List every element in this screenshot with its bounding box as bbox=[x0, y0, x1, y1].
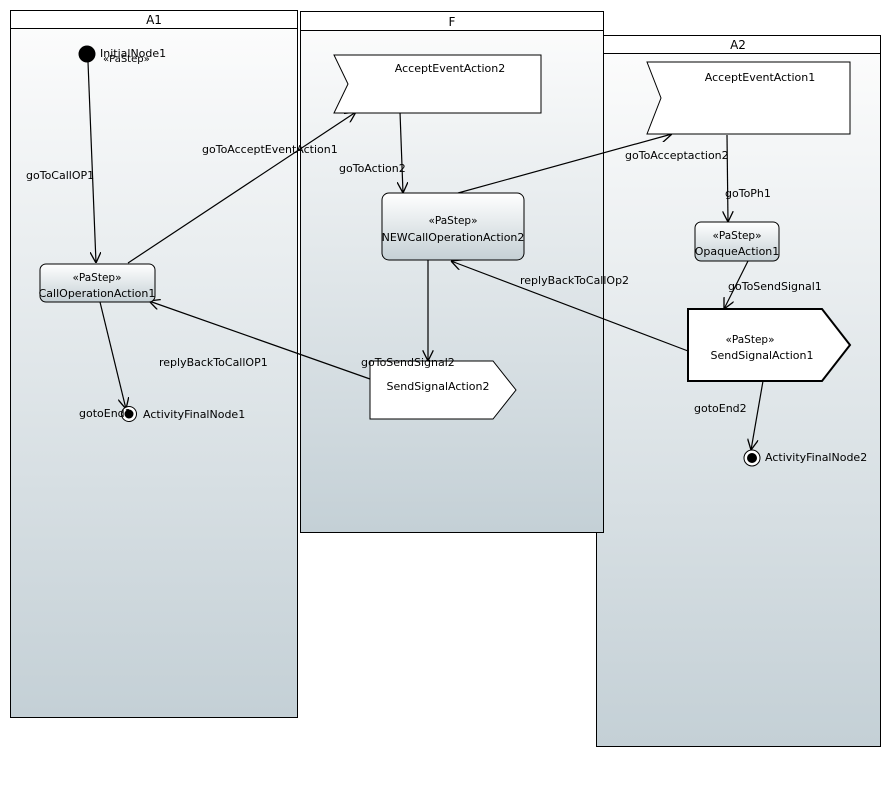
flow-label-go-to-accept-event-action1: goToAcceptEventAction1 bbox=[202, 143, 338, 156]
partition-a2[interactable]: A2 bbox=[596, 35, 881, 747]
call-operation-action1[interactable]: «PaStep» CallOperationAction1 bbox=[39, 263, 156, 303]
accept-event-action1-label: AcceptEventAction1 bbox=[705, 71, 815, 84]
send-signal-action1-label: SendSignalAction1 bbox=[711, 349, 814, 362]
opaque-action1-label: OpaqueAction1 bbox=[695, 245, 780, 258]
send-signal-action2[interactable]: SendSignalAction2 bbox=[369, 360, 517, 420]
accept-event-action1[interactable]: AcceptEventAction1 bbox=[646, 61, 851, 135]
partition-a1-label: A1 bbox=[146, 13, 162, 27]
flow-label-reply-back-to-call-op2: replyBackToCallOp2 bbox=[520, 274, 629, 287]
flow-go-to-ph1[interactable] bbox=[727, 134, 728, 222]
new-call-operation-action2[interactable]: «PaStep» NEWCallOperationAction2 bbox=[381, 192, 525, 261]
accept-event-action2-label: AcceptEventAction2 bbox=[395, 62, 505, 75]
initial-node[interactable]: InitialNode1 «PaStep» bbox=[78, 45, 167, 66]
flow-label-go-to-action2: goToAction2 bbox=[339, 162, 406, 175]
accept-event-action2[interactable]: AcceptEventAction2 bbox=[333, 54, 542, 114]
flow-label-go-to-ph1: goToPh1 bbox=[725, 187, 771, 200]
opaque-action1[interactable]: «PaStep» OpaqueAction1 bbox=[694, 221, 780, 262]
flow-go-to-acceptaction2[interactable] bbox=[457, 134, 672, 194]
flow-label-reply-back-to-call-op1: replyBackToCallOP1 bbox=[159, 356, 268, 369]
activity-final-node1-label: ActivityFinalNode1 bbox=[143, 408, 245, 421]
activity-final-node1[interactable]: ActivityFinalNode1 bbox=[121, 406, 246, 422]
send-signal-action1[interactable]: «PaStep» SendSignalAction1 bbox=[687, 308, 852, 382]
send-signal-action1-stereotype: «PaStep» bbox=[725, 334, 774, 346]
activity-final-node2[interactable]: ActivityFinalNode2 bbox=[743, 449, 867, 467]
new-call-operation-action2-label: NEWCallOperationAction2 bbox=[382, 231, 525, 244]
flow-label-goto-end2: gotoEnd2 bbox=[694, 402, 747, 415]
partition-a1[interactable]: A1 bbox=[10, 10, 298, 718]
flow-go-to-accept-event-action1[interactable] bbox=[127, 112, 356, 264]
initial-node-label: InitialNode1 bbox=[100, 47, 166, 60]
opaque-action1-stereotype: «PaStep» bbox=[712, 230, 761, 242]
flow-reply-back-to-call-op1[interactable] bbox=[149, 301, 371, 380]
flow-label-go-to-send-signal2: goToSendSignal2 bbox=[361, 356, 455, 369]
new-call-operation-action2-stereotype: «PaStep» bbox=[428, 215, 477, 227]
flow-reply-back-to-call-op2[interactable] bbox=[451, 261, 689, 352]
initial-node-stereotype: «PaStep» bbox=[103, 54, 150, 65]
flow-goto-end1[interactable] bbox=[99, 301, 126, 409]
flow-label-go-to-call-op1: goToCallOP1 bbox=[26, 169, 94, 182]
flow-goto-end2[interactable] bbox=[751, 380, 764, 450]
flow-go-to-call-op1[interactable] bbox=[87, 61, 96, 263]
flow-label-go-to-acceptaction2: goToAcceptaction2 bbox=[625, 149, 729, 162]
call-operation-action1-stereotype: «PaStep» bbox=[72, 272, 121, 284]
partition-f-label: F bbox=[449, 15, 456, 29]
send-signal-action2-label: SendSignalAction2 bbox=[387, 380, 490, 393]
flow-label-goto-end1: gotoEnd1 bbox=[79, 407, 132, 420]
activity-final-node2-label: ActivityFinalNode2 bbox=[765, 451, 867, 464]
flow-label-go-to-send-signal1: goToSendSignal1 bbox=[728, 280, 822, 293]
flow-go-to-action2[interactable] bbox=[400, 111, 403, 193]
partition-a2-label: A2 bbox=[730, 38, 746, 52]
flows bbox=[87, 61, 764, 450]
flow-go-to-send-signal1[interactable] bbox=[724, 260, 749, 309]
flow-labels: goToCallOP1 goToAcceptEventAction1 gotoE… bbox=[26, 143, 822, 420]
call-operation-action1-label: CallOperationAction1 bbox=[39, 287, 156, 300]
